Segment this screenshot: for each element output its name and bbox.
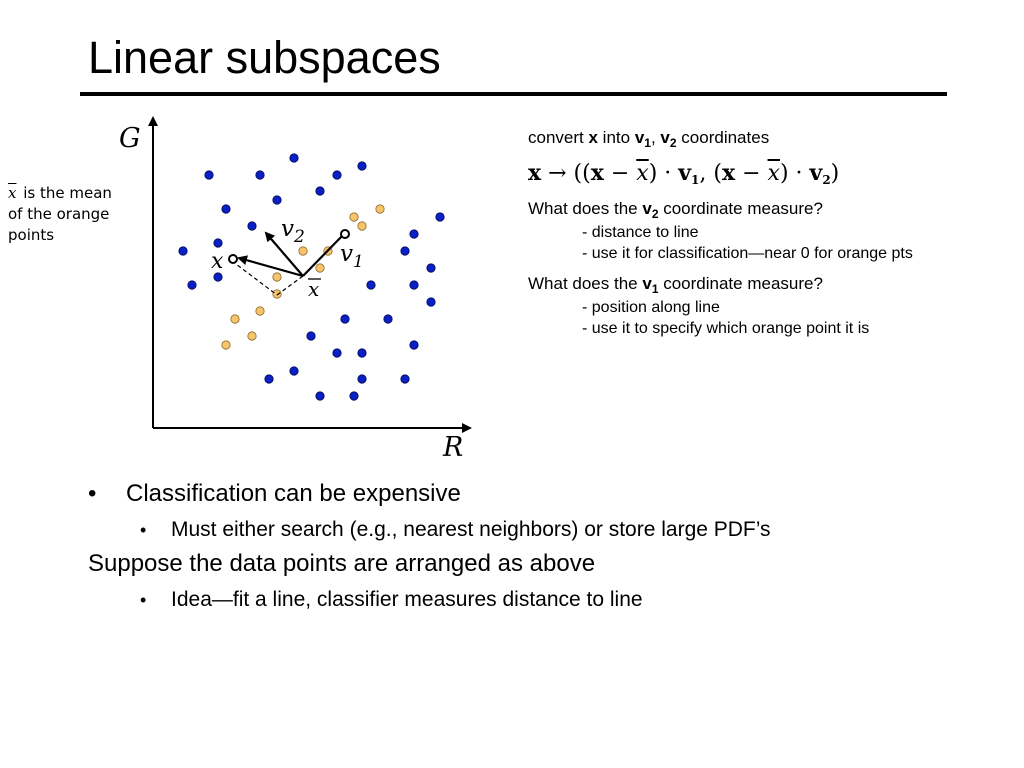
question-v1: What does the v1 coordinate measure? — [528, 274, 823, 296]
x-point — [228, 254, 238, 264]
blue-data-point — [366, 280, 376, 290]
blue-data-point — [409, 280, 419, 290]
orange-data-point — [357, 221, 367, 231]
sub-bullet-item-1: • Must either search (e.g., nearest neig… — [88, 516, 988, 544]
blue-data-point — [306, 331, 316, 341]
answer-v1-2: - use it to specify which orange point i… — [582, 320, 870, 337]
projection-formula: x → ((x − x) · v1, (x − x) · v2) — [528, 160, 840, 187]
bullet-item-1: • Classification can be expensive — [88, 478, 988, 510]
blue-data-point — [426, 263, 436, 273]
statement-line: Suppose the data points are arranged as … — [88, 550, 596, 577]
blue-data-point — [357, 348, 367, 358]
blue-data-point — [332, 348, 342, 358]
x-label: x — [211, 249, 224, 274]
slide-title: Linear subspaces — [88, 32, 441, 83]
blue-data-point — [247, 221, 257, 231]
blue-data-point — [400, 374, 410, 384]
blue-data-point — [255, 170, 265, 180]
xbar-symbol: x — [8, 184, 17, 202]
answer-v2-1: - distance to line — [582, 224, 699, 241]
blue-data-point — [340, 314, 350, 324]
vector-v2 — [264, 231, 304, 277]
mean-note-line1: is the mean — [23, 184, 112, 202]
question-v2: What does the v2 coordinate measure? — [528, 199, 823, 221]
blue-data-point — [357, 374, 367, 384]
orange-data-point — [315, 263, 325, 273]
blue-data-point — [435, 212, 445, 222]
convert-line: convert x into v1, v2 coordinates — [528, 128, 770, 150]
orange-data-point — [247, 331, 257, 341]
blue-data-point — [400, 246, 410, 256]
blue-data-point — [315, 391, 325, 401]
blue-data-point — [289, 366, 299, 376]
blue-data-point — [383, 314, 393, 324]
blue-data-point — [409, 340, 419, 350]
orange-data-point — [349, 212, 359, 222]
bullet-list: • Classification can be expensive • Must… — [88, 478, 988, 614]
blue-data-point — [264, 374, 274, 384]
blue-data-point — [409, 229, 419, 239]
mean-annotation: x is the mean of the orange points — [8, 183, 158, 246]
blue-points-group — [178, 153, 445, 401]
blue-data-point — [187, 280, 197, 290]
vector-x — [237, 255, 304, 278]
orange-data-point — [221, 340, 231, 350]
bullet-icon: • — [140, 590, 147, 610]
answer-v1-1: - position along line — [582, 299, 720, 316]
v2-label: v2 — [281, 216, 305, 247]
orange-data-point — [255, 306, 265, 316]
bullet-icon: • — [140, 520, 147, 540]
blue-data-point — [178, 246, 188, 256]
blue-data-point — [426, 297, 436, 307]
xbar-label: x — [308, 277, 319, 301]
mean-note-line3: points — [8, 226, 55, 244]
bullet-icon: • — [88, 480, 97, 507]
answer-v2-2: - use it for classification—near 0 for o… — [582, 245, 913, 262]
mean-note-line2: of the orange — [8, 205, 110, 223]
blue-data-point — [221, 204, 231, 214]
v1-tip — [340, 229, 350, 239]
blue-data-point — [213, 272, 223, 282]
projection-dashed-2 — [276, 275, 304, 296]
blue-data-point — [213, 238, 223, 248]
explanation-panel: convert x into v1, v2 coordinates x → ((… — [528, 127, 1008, 339]
title-underline — [80, 92, 947, 96]
blue-data-point — [204, 170, 214, 180]
x-axis-label: R — [443, 432, 464, 463]
orange-data-point — [375, 204, 385, 214]
orange-data-point — [272, 272, 282, 282]
orange-data-point — [272, 289, 282, 299]
v1-label: v1 — [340, 241, 364, 272]
blue-data-point — [357, 161, 367, 171]
sub-bullet-item-2: • Idea—fit a line, classifier measures d… — [88, 586, 988, 614]
y-axis-label: G — [119, 123, 141, 154]
orange-data-point — [298, 246, 308, 256]
blue-data-point — [349, 391, 359, 401]
projection-dashed-1 — [231, 260, 278, 296]
vector-v1 — [302, 233, 345, 277]
blue-data-point — [272, 195, 282, 205]
blue-data-point — [315, 186, 325, 196]
orange-data-point — [230, 314, 240, 324]
blue-data-point — [289, 153, 299, 163]
blue-data-point — [332, 170, 342, 180]
